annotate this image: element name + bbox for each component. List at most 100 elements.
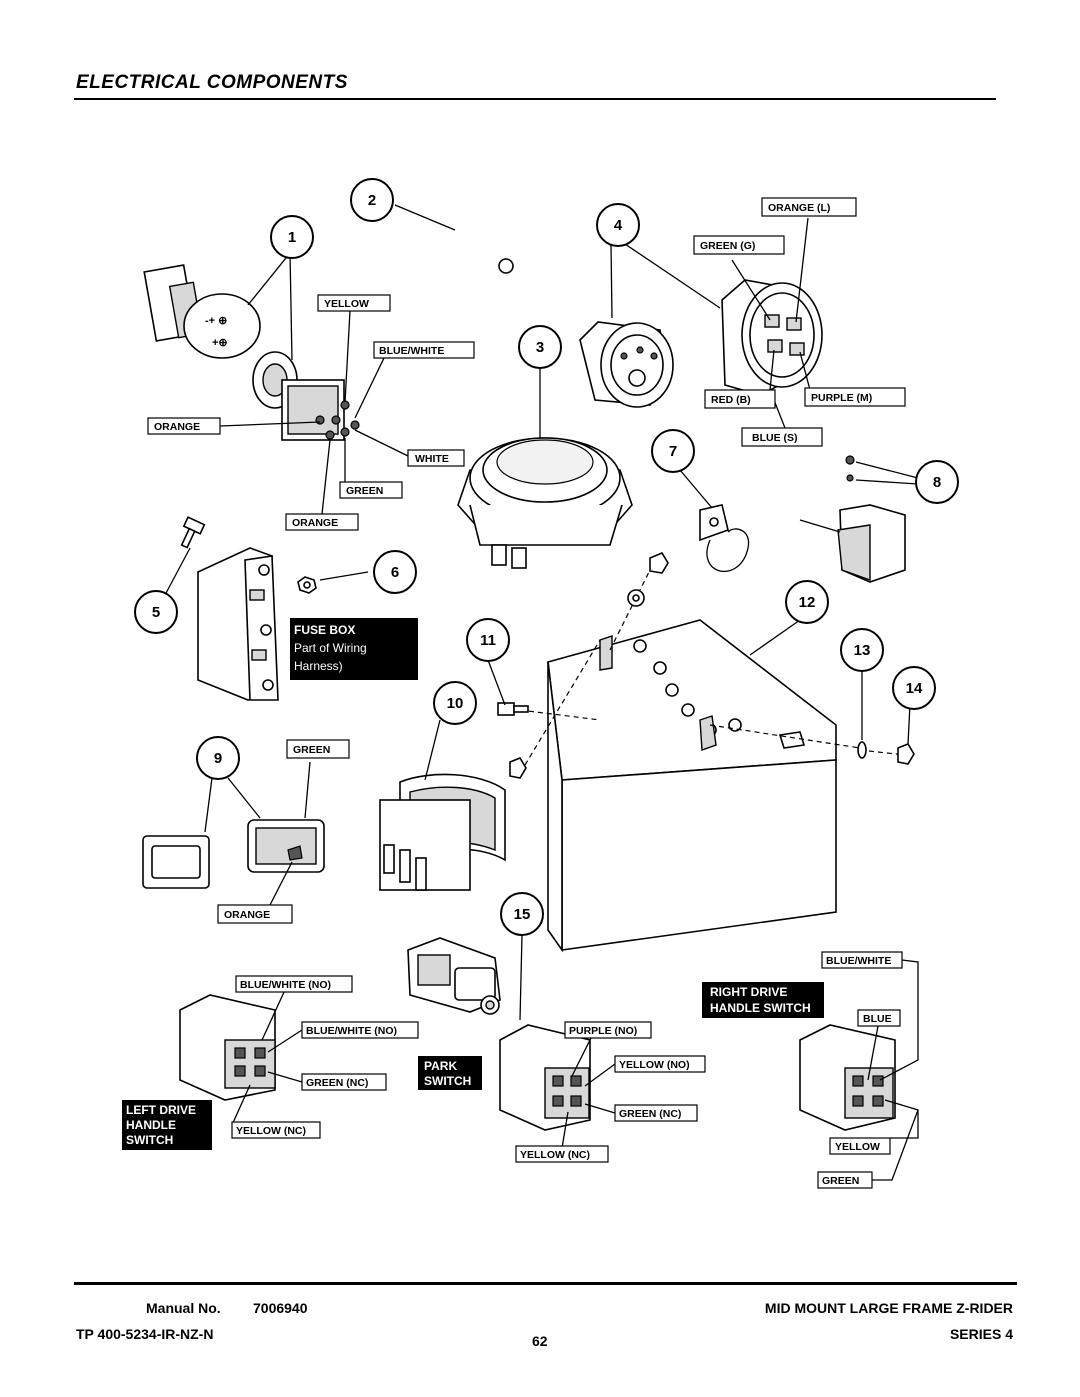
label-right-yellow: YELLOW — [829, 1137, 891, 1155]
part-3-light-assembly — [457, 362, 633, 569]
callout-12: 12 — [785, 580, 829, 624]
svg-text:GREEN: GREEN — [822, 1175, 859, 1187]
label-white: WHITE — [407, 449, 465, 467]
tag-right-drive-handle-switch: RIGHT DRIVE HANDLE SWITCH — [702, 982, 824, 1018]
tag-park-switch: PARK SWITCH — [418, 1056, 482, 1090]
svg-text:ORANGE: ORANGE — [224, 909, 270, 921]
label-orange-l: ORANGE (L) — [761, 197, 857, 217]
label-park-green-nc: GREEN (NC) — [614, 1104, 698, 1122]
callout-6: 6 — [373, 550, 417, 594]
label-right-green: GREEN — [817, 1171, 873, 1189]
label-orange-b: ORANGE — [285, 513, 359, 531]
part-7-cable-clamp — [679, 469, 750, 573]
callout-15: 15 — [500, 892, 544, 936]
svg-text:12: 12 — [799, 594, 816, 611]
part-15-park-switch — [407, 934, 523, 1021]
svg-text:GREEN (NC): GREEN (NC) — [306, 1077, 368, 1089]
part-12-battery — [547, 619, 837, 953]
svg-text:8: 8 — [933, 474, 941, 491]
svg-text:WHITE: WHITE — [415, 453, 449, 465]
svg-text:14: 14 — [906, 680, 923, 697]
svg-text:5: 5 — [152, 604, 160, 621]
svg-text:1: 1 — [288, 229, 296, 246]
label-left-yellow-nc: YELLOW (NC) — [231, 1121, 321, 1139]
product-name: MID MOUNT LARGE FRAME Z-RIDER — [764, 1300, 1013, 1316]
label-park-yellow-nc: YELLOW (NC) — [515, 1145, 609, 1163]
part-2-ground-wire — [394, 204, 514, 296]
callout-7: 7 — [651, 429, 695, 473]
label-green-b: GREEN — [286, 739, 350, 759]
svg-text:HANDLE: HANDLE — [126, 1118, 176, 1132]
part-8-horn — [799, 455, 919, 583]
label-blue-white: BLUE/WHITE — [373, 341, 475, 359]
part-1-leaders — [247, 252, 293, 361]
callout-1: 1 — [270, 215, 314, 259]
svg-text:15: 15 — [514, 906, 531, 923]
label-yellow: YELLOW — [317, 294, 391, 312]
svg-text:YELLOW: YELLOW — [324, 298, 369, 310]
manual-number: 7006940 — [253, 1300, 308, 1316]
left-drive-switch-connector — [179, 989, 303, 1126]
label-left-green-nc: GREEN (NC) — [301, 1073, 387, 1091]
label-park-yellow-no: YELLOW (NO) — [614, 1055, 706, 1073]
svg-text:GREEN (G): GREEN (G) — [700, 240, 755, 252]
label-left-bw-no-2: BLUE/WHITE (NO) — [301, 1021, 419, 1039]
label-right-blue-white: BLUE/WHITE — [821, 951, 903, 969]
svg-text:Harness): Harness) — [294, 659, 343, 673]
svg-text:FUSE BOX: FUSE BOX — [294, 623, 355, 637]
svg-text:RED (B): RED (B) — [711, 394, 751, 406]
svg-text:YELLOW (NO): YELLOW (NO) — [619, 1059, 690, 1071]
svg-text:BLUE/WHITE: BLUE/WHITE — [826, 955, 891, 967]
svg-text:BLUE/WHITE (NO): BLUE/WHITE (NO) — [240, 979, 331, 991]
callout-8: 8 — [915, 460, 959, 504]
part-5-fuse-bracket — [164, 516, 279, 701]
callout-14: 14 — [892, 666, 936, 710]
svg-text:YELLOW (NC): YELLOW (NC) — [236, 1125, 306, 1137]
label-orange-c: ORANGE — [217, 904, 293, 924]
label-green-g: GREEN (G) — [693, 235, 785, 255]
svg-text:BLUE (S): BLUE (S) — [752, 432, 798, 444]
svg-text:4: 4 — [614, 217, 623, 234]
callout-5: 5 — [134, 590, 178, 634]
part-1-ignition-switch: -+ ⊕ +⊕ — [143, 264, 360, 441]
svg-text:PARK: PARK — [424, 1059, 457, 1073]
svg-text:GREEN: GREEN — [346, 485, 383, 497]
footer-divider — [74, 1282, 1017, 1285]
svg-text:13: 13 — [854, 642, 871, 659]
svg-text:+⊕: +⊕ — [212, 337, 228, 349]
svg-text:YELLOW (NC): YELLOW (NC) — [520, 1149, 590, 1161]
label-red-b: RED (B) — [704, 389, 776, 409]
part-4-round-switch — [579, 243, 721, 408]
svg-text:RIGHT DRIVE: RIGHT DRIVE — [710, 985, 787, 999]
svg-text:ORANGE: ORANGE — [292, 517, 338, 529]
svg-text:SWITCH: SWITCH — [424, 1074, 471, 1088]
svg-text:ORANGE: ORANGE — [154, 421, 200, 433]
label-park-purple-no: PURPLE (NO) — [564, 1021, 652, 1039]
svg-text:BLUE: BLUE — [863, 1013, 892, 1025]
svg-text:SWITCH: SWITCH — [126, 1133, 173, 1147]
label-left-bw-no-1: BLUE/WHITE (NO) — [235, 975, 353, 993]
svg-text:PURPLE (NO): PURPLE (NO) — [569, 1025, 637, 1037]
callout-11: 11 — [466, 618, 510, 662]
svg-text:GREEN: GREEN — [293, 744, 330, 756]
battery-bolts-nuts — [487, 551, 915, 779]
svg-text:9: 9 — [214, 750, 222, 767]
svg-text:LEFT DRIVE: LEFT DRIVE — [126, 1103, 196, 1117]
svg-text:Part of Wiring: Part of Wiring — [294, 641, 367, 655]
callout-3: 3 — [518, 325, 562, 369]
svg-text:10: 10 — [447, 695, 464, 712]
label-blue-s: BLUE (S) — [741, 427, 823, 447]
svg-text:HANDLE SWITCH: HANDLE SWITCH — [710, 1001, 811, 1015]
tag-fuse-box: FUSE BOX Part of Wiring Harness) — [290, 618, 418, 680]
label-right-blue: BLUE — [857, 1009, 901, 1027]
right-drive-switch-connector — [799, 959, 919, 1181]
callout-4: 4 — [596, 203, 640, 247]
svg-text:6: 6 — [391, 564, 399, 581]
part-9-rocker-switch — [142, 761, 325, 906]
series: SERIES 4 — [949, 1326, 1013, 1342]
svg-text:ORANGE (L): ORANGE (L) — [768, 202, 830, 214]
svg-text:YELLOW: YELLOW — [835, 1141, 880, 1153]
label-green-a: GREEN — [339, 481, 403, 499]
tp-number: TP 400-5234-IR-NZ-N — [76, 1326, 214, 1342]
